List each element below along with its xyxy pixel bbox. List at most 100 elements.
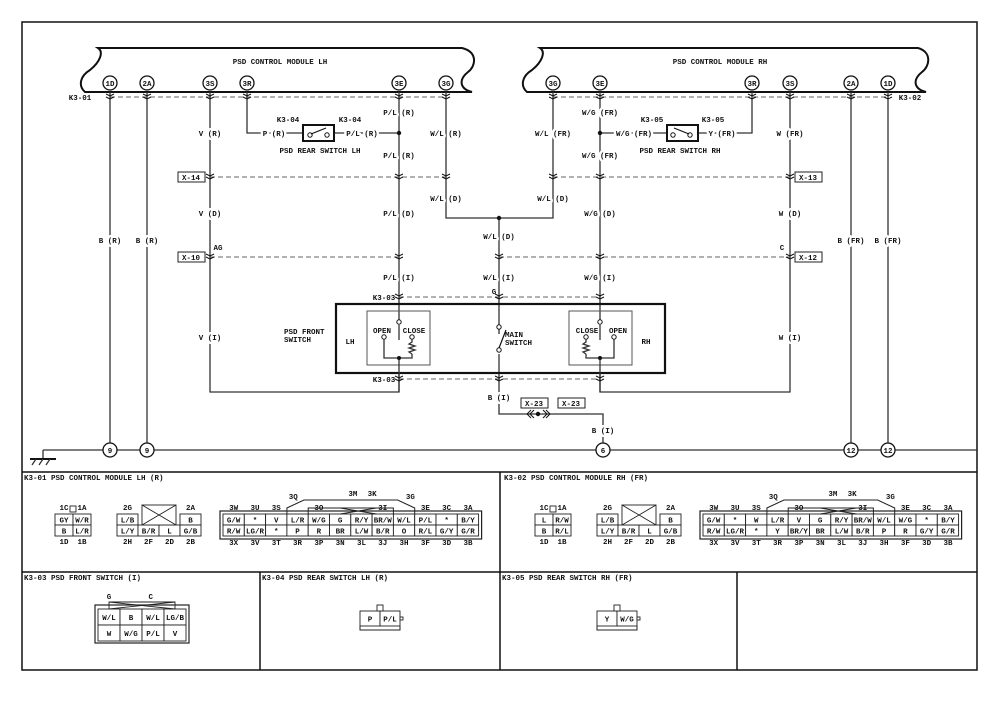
pin-label: 1A [77,505,87,513]
pin-label: 2F [624,539,634,547]
pin-label: 3K [368,491,378,499]
wire-label: P/L (D) [383,211,415,219]
cavity-wire-color: V [274,518,279,526]
cavity-wire-color: G/Y [440,529,454,537]
cavity-wire-color: B/R [856,529,870,537]
rear-switch-rh-connector: K3-05 [702,117,725,125]
pin-label: 3W [229,505,239,513]
pin-label: 3K [848,491,858,499]
pin-label: 3B [943,540,953,548]
cavity-wire-color: R [317,529,322,537]
cavity-wire-color: R [903,529,908,537]
harness-break-marks [105,93,893,419]
harness-break-icon [595,173,605,180]
pin-label: 2H [123,539,132,547]
cavity-wire-color: B/Y [941,518,955,526]
cavity-wire-color: P/L [419,518,433,526]
cavity-wire-color: W/G [899,518,913,526]
wire-label: B (FR) [837,238,864,246]
joint-x12-pin: C [780,245,785,253]
wire-label: B (FR) [874,238,901,246]
wire-label: P (R) [263,131,286,139]
connector-k3-02-label: K3-02 [899,95,922,103]
connector-cell [179,524,202,537]
harness-break-icon [785,173,795,180]
main-switch-label: SWITCH [505,340,532,348]
harness-break-icon [105,93,115,100]
harness-break-icon [595,253,605,260]
pin-label: 3D [922,540,932,548]
wire-label: W/G (FR) [616,131,652,139]
pin-label: 3J [378,540,387,548]
close-label: CLOSE [576,328,599,336]
pin-label: 1D [539,539,549,547]
cavity-wire-color: L [167,529,172,537]
cavity-wire-color: G [338,518,343,526]
cavity-wire-color: B [129,615,134,623]
pin-label: 3G [406,494,416,502]
harness-break-icon [394,375,404,382]
connector-hood [286,499,416,514]
joint-x10-pin: AG [213,245,223,253]
cavity-wire-color: W [754,518,759,526]
cavity-wire-color: * [444,518,449,526]
harness-break-icon [494,253,504,260]
rear-switch-rh: K3-05 K3-05 PSD REAR SWITCH RH [639,117,724,156]
cavity-wire-color: P/L [383,617,397,625]
pin-label: 3I [378,505,387,513]
wire-label: Y (FR) [708,131,735,139]
cavity-wire-color: W/L [102,615,116,623]
ground-point-label: 9 [145,448,150,456]
blank-cavity-x-icon [820,507,857,515]
harness-break-icon [883,93,893,100]
cavity-wire-color: R/Y [355,518,369,526]
wire-label: B (R) [99,238,122,246]
harness-break-icon [142,93,152,100]
pin-label: 3M [348,491,358,499]
connector-hood [766,499,896,514]
cavity-wire-color: R/W [227,529,241,537]
cavity-wire-color: W/G [312,518,326,526]
ground-point-label: 9 [108,448,113,456]
pin-label: 3P [314,540,324,548]
cavity-wire-color: B/Y [461,518,475,526]
cavity-wire-color: B [62,529,67,537]
front-switch-lh-label: LH [345,339,354,347]
pin-label: 2A [846,81,856,89]
connector-housing [699,510,963,540]
wire-label: B (I) [592,428,615,436]
cavity-wire-color: Y [775,529,780,537]
cavity-wire-color: P/L [146,631,160,639]
connector-cell [936,524,960,537]
key-icon [636,616,641,621]
connector-view-title: K3-02 PSD CONTROL MODULE RH (FR) [504,475,648,483]
connector-housing [94,604,190,644]
pin-label: 3S [205,81,215,89]
cavity-wire-color: L/Y [601,529,615,537]
open-label: OPEN [373,328,391,336]
module-rh: PSD CONTROL MODULE RH K3-02 [521,47,930,103]
cavity-wire-color: L/R [291,518,305,526]
pin-label: 3S [785,81,795,89]
joint-x23-left: X-23 [525,401,544,409]
connector-cell [659,524,682,537]
harness-break-icon [595,375,605,382]
cavity-wire-color: W/R [75,518,89,526]
blank-cavity-x-icon [621,504,657,526]
pin-label: 3G [441,81,451,89]
joint-x13: X-13 [799,175,818,183]
cavity-wire-color: L/B [601,518,615,526]
connector-housing [219,510,483,540]
wire-label: V (D) [199,211,222,219]
ground-point-label: 6 [601,448,606,456]
pin-label: 3B [463,540,473,548]
wire-label: B (R) [136,238,159,246]
key-icon [399,616,404,621]
wire-label: P/L (I) [383,275,415,283]
harness-break-icon [846,93,856,100]
pin-label: 3E [595,81,605,89]
lock-tab-icon [549,505,557,513]
ground-symbol-icon [30,458,56,466]
cavity-wire-color: BR/W [854,518,873,526]
